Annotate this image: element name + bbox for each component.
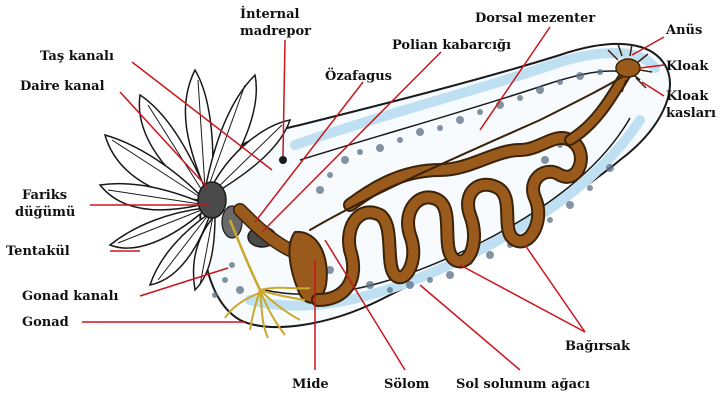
label-dorsal-mesentery: Dorsal mezenter (475, 11, 595, 26)
label-cloaca: Kloak (666, 59, 709, 74)
label-anus: Anüs (665, 23, 702, 38)
label-esophagus: Özafagus (325, 67, 392, 84)
label-stomach: Mide (292, 377, 329, 392)
label-intestine: Bağırsak (565, 339, 631, 354)
leader-intestine-a (460, 265, 585, 332)
label-pharynx-ganglion-line2: düğümü (15, 205, 75, 220)
leader-left-respiratory-tree (420, 285, 520, 370)
label-pharynx-ganglion-line1: Fariks (22, 188, 67, 203)
label-left-respiratory-tree: Sol solunum ağacı (456, 377, 590, 392)
label-stone-canal: Taş kanalı (40, 49, 114, 64)
madreporite-shape (279, 156, 287, 164)
label-polian-vesicle: Polian kabarcığı (392, 38, 511, 53)
label-gonad: Gonad (22, 315, 69, 330)
label-tentacle: Tentakül (6, 244, 70, 259)
label-ring-canal: Daire kanal (20, 79, 105, 94)
label-coelom: Sölom (384, 377, 430, 392)
body-outline (200, 44, 670, 327)
label-internal-madrepore-line2: madrepor (240, 24, 311, 39)
label-internal-madrepore-line1: İnternal (240, 6, 300, 22)
leader-intestine-b (525, 245, 585, 332)
label-gonad-duct: Gonad kanalı (22, 289, 119, 304)
label-cloacal-muscles-line2: kasları (666, 106, 716, 121)
label-cloacal-muscles-line1: Kloak (666, 89, 709, 104)
